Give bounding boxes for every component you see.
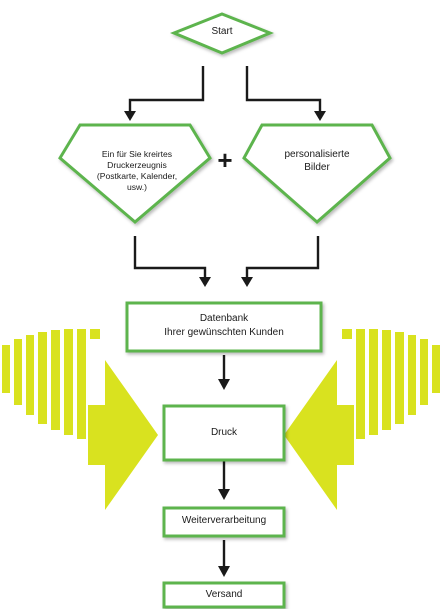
left-input-line: Druckerzeugnis bbox=[107, 160, 167, 170]
cycle-graphic-right bbox=[284, 329, 440, 510]
arrow-down-icon bbox=[124, 111, 136, 121]
right-input-line: personalisierte bbox=[284, 149, 350, 160]
left-input-line: (Postkarte, Kalender, bbox=[96, 171, 178, 181]
arrow-down-icon bbox=[218, 489, 230, 500]
arrow-down-icon bbox=[199, 277, 211, 287]
database-line: Ihrer gewünschten Kunden bbox=[164, 326, 284, 338]
left-input-shape bbox=[58, 123, 212, 224]
arrowheads bbox=[124, 111, 326, 577]
shipping-box bbox=[162, 581, 286, 609]
left-input-line: Ein für Sie kreirtes bbox=[101, 149, 173, 159]
right-input-line: Bilder bbox=[304, 162, 330, 173]
start-shape bbox=[170, 12, 274, 55]
plus-symbol: + bbox=[217, 145, 233, 175]
arrow-down-icon bbox=[241, 277, 253, 287]
left-input-label: Ein für Sie kreirtes Druckerzeugnis (Pos… bbox=[68, 149, 206, 193]
cycle-graphic-left bbox=[2, 329, 158, 510]
arrow-down-icon bbox=[314, 111, 326, 121]
connectors bbox=[128, 66, 322, 567]
left-input-line: usw.) bbox=[126, 182, 148, 192]
print-label: Druck bbox=[210, 427, 238, 438]
processing-label: Weiterverarbeitung bbox=[181, 515, 267, 526]
start-label: Start bbox=[211, 26, 233, 37]
database-label: Datenbank Ihrer gewünschten Kunden bbox=[127, 312, 321, 339]
processing-box bbox=[162, 506, 286, 538]
right-pointing-arrow-icon bbox=[88, 360, 158, 510]
arrow-down-icon bbox=[218, 566, 230, 577]
right-input-label: personalisierte Bilder bbox=[256, 148, 378, 174]
database-box bbox=[125, 301, 323, 353]
database-line: Datenbank bbox=[199, 313, 249, 324]
arrow-down-icon bbox=[218, 379, 230, 390]
left-pointing-arrow-icon bbox=[284, 360, 354, 510]
shipping-label: Versand bbox=[205, 589, 243, 600]
right-input-shape bbox=[242, 123, 392, 224]
print-box bbox=[162, 404, 286, 462]
